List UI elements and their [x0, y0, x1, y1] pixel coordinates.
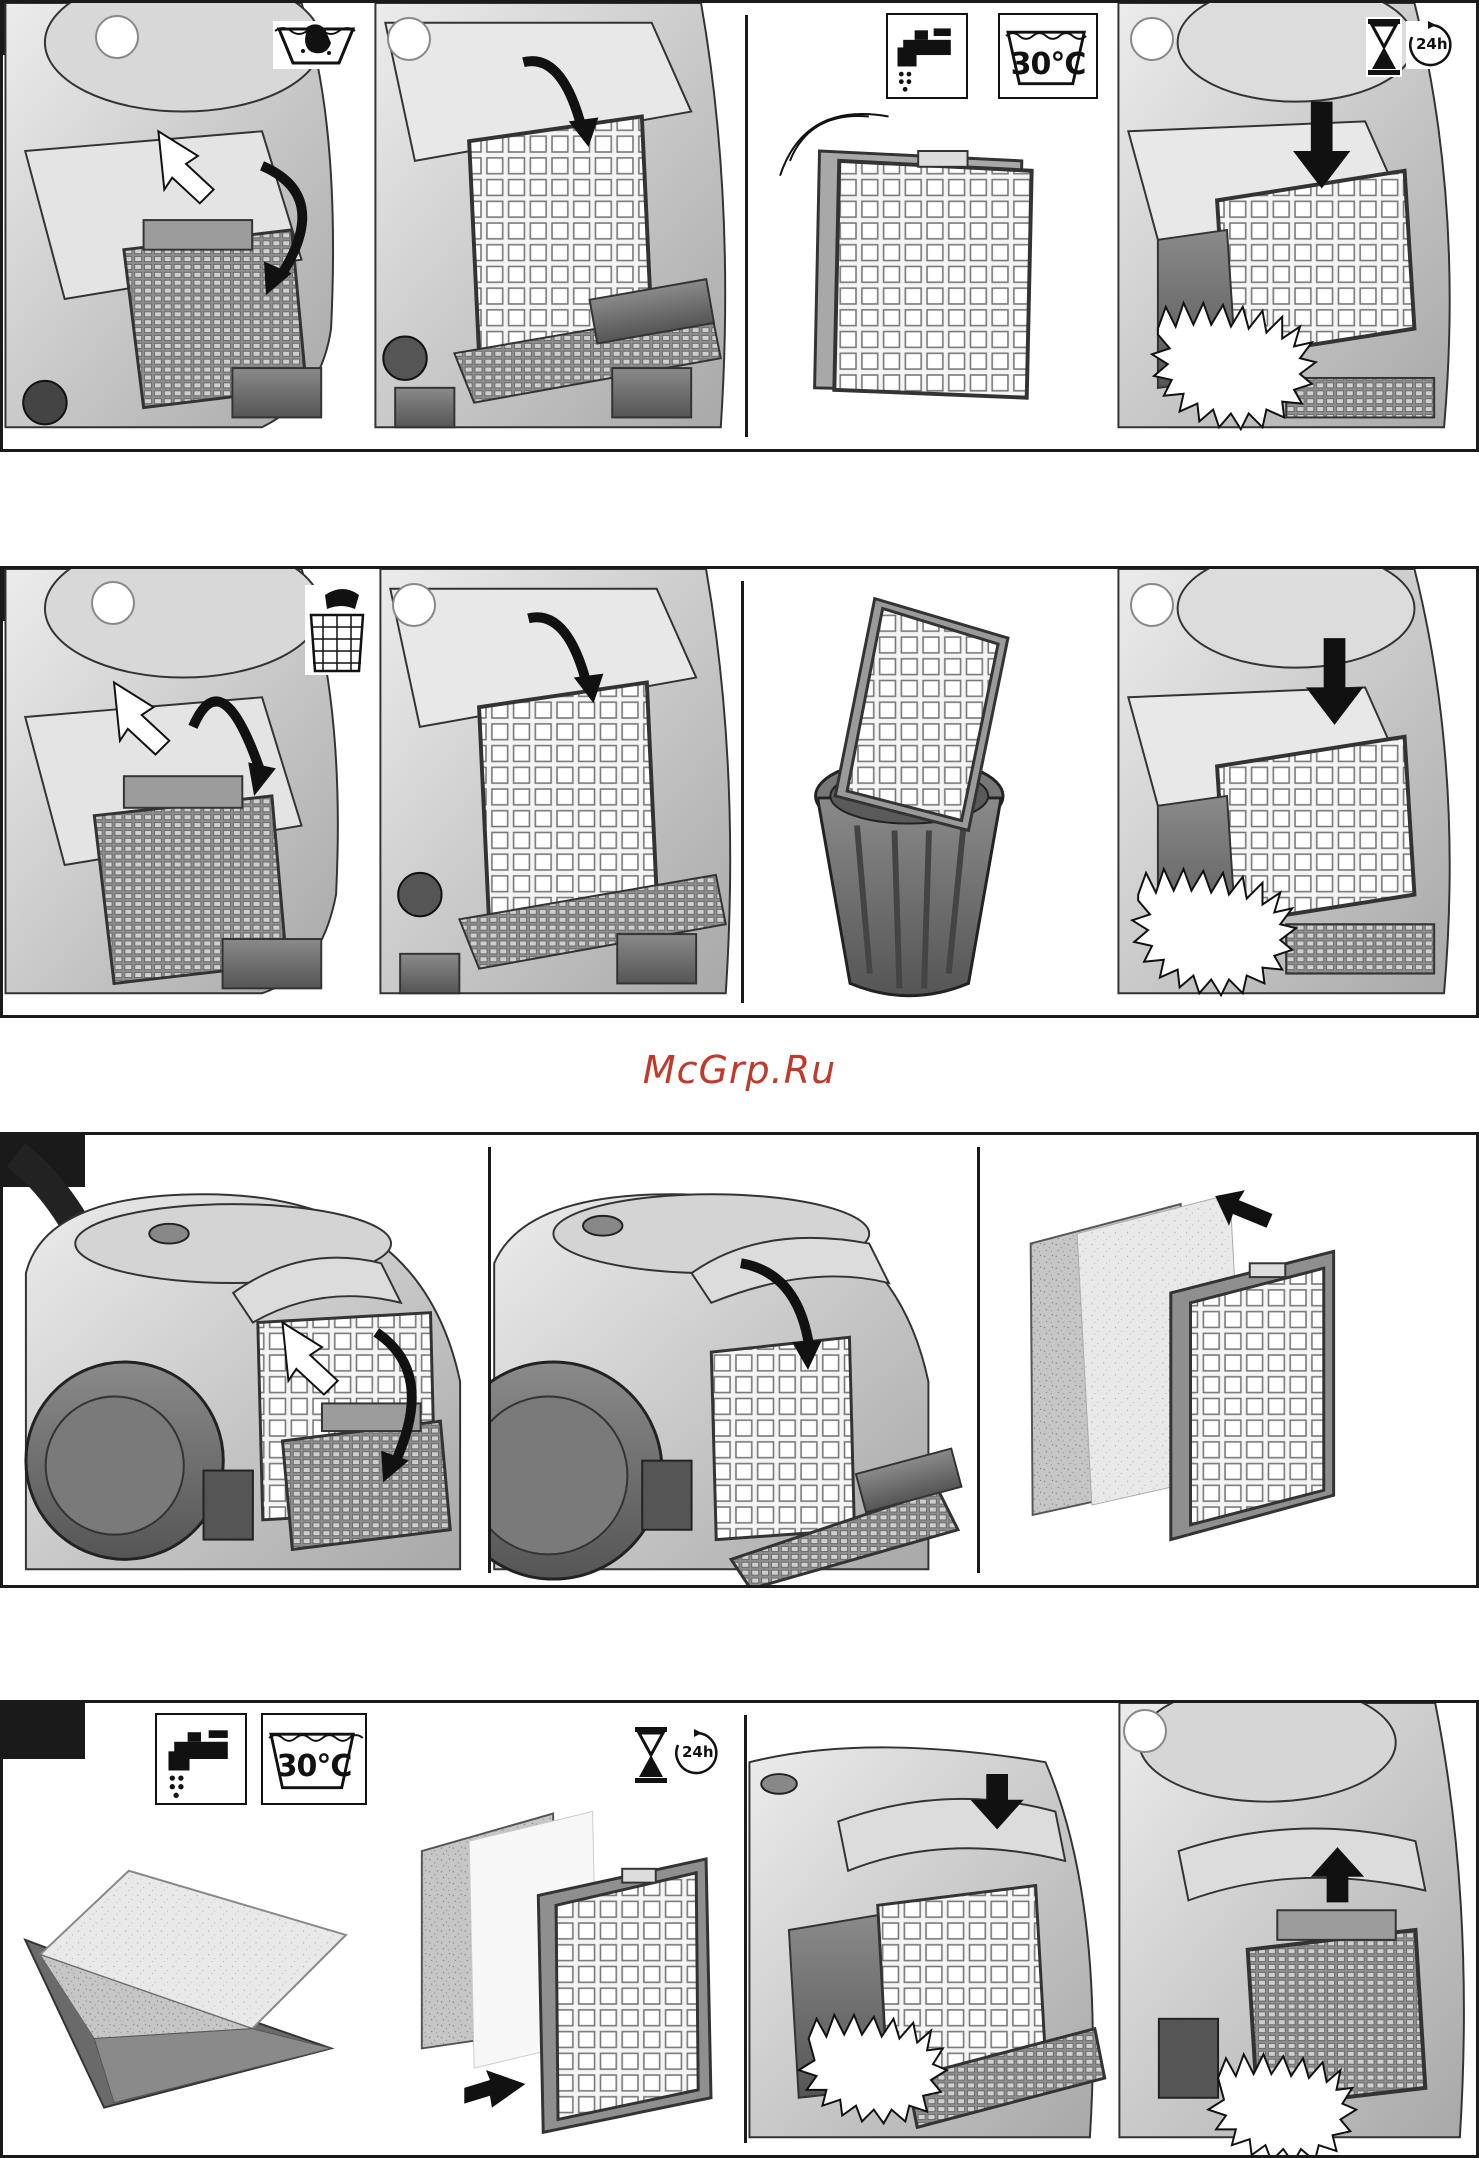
step-row-4: 30°C 24h — [0, 1700, 1479, 2158]
hourglass-icon — [633, 1725, 669, 1785]
panel-wash-filter: 30°C — [748, 3, 1116, 449]
dry-time-label: 24h — [1416, 35, 1448, 53]
step-row-3 — [0, 1132, 1479, 1588]
vacuum-insert-new-filter-illustration — [1116, 569, 1479, 1015]
panel-reinsert-filter: 24h — [1116, 3, 1479, 449]
vacuum-reinsert-rear-filter-illustration — [747, 1703, 1117, 2155]
filter-layers-exploded-illustration — [980, 1135, 1479, 1585]
vacuum-close-rear-cover-illustration — [1117, 1703, 1479, 2155]
trash-bin-icon — [305, 585, 369, 675]
panel-discard-filter — [744, 569, 1116, 1015]
wash-30c-icon: 30°C — [998, 13, 1098, 99]
vacuum-open-cover-illustration — [3, 3, 373, 449]
tap-water-icon — [155, 1713, 247, 1805]
vacuum-rear-filter-out-illustration — [491, 1135, 977, 1585]
panel-open-rear-cover — [3, 1135, 485, 1585]
panel-open-cover — [3, 569, 378, 1015]
panel-remove-filter — [378, 569, 741, 1015]
vacuum-remove-filter-illustration — [373, 3, 738, 449]
panel-remove-rear-filter — [491, 1135, 977, 1585]
hourglass-icon — [1366, 17, 1402, 77]
filter-into-bin-illustration — [744, 569, 1116, 1015]
wash-30c-icon: 30°C — [261, 1713, 367, 1805]
wash-temperature-label: 30°C — [263, 1749, 365, 1784]
panel-insert-new-filter — [1116, 569, 1479, 1015]
panel-open-cover — [3, 3, 373, 449]
timer-24h-icon: 24h — [672, 1729, 720, 1777]
step-badge — [387, 17, 431, 61]
watermark-text: McGrp.Ru — [0, 1048, 1479, 1092]
timer-24h-icon: 24h — [1406, 21, 1454, 69]
vacuum-remove-filter-illustration — [378, 569, 741, 1015]
panel-filter-layers — [980, 1135, 1479, 1585]
step-badge — [1123, 1709, 1167, 1753]
step-row-1: 30°C 24h — [0, 0, 1479, 452]
vacuum-rear-open-illustration — [3, 1135, 485, 1585]
wash-temperature-label: 30°C — [1000, 47, 1096, 82]
hand-wash-icon — [273, 21, 359, 69]
step-badge — [91, 581, 135, 625]
step-badge — [392, 583, 436, 627]
panel-dry-and-assemble: 24h — [378, 1703, 744, 2155]
panel-remove-filter — [373, 3, 738, 449]
dry-time-label: 24h — [682, 1743, 714, 1761]
step-badge — [95, 15, 139, 59]
panel-reinsert-rear-filter — [747, 1703, 1117, 2155]
step-badge — [1130, 583, 1174, 627]
tap-water-icon — [886, 13, 968, 99]
step-row-2 — [0, 566, 1479, 1018]
panel-close-rear-cover — [1117, 1703, 1479, 2155]
step-badge — [1130, 17, 1174, 61]
vacuum-reinsert-filter-illustration — [1116, 3, 1479, 449]
panel-wash-sponge: 30°C — [3, 1703, 375, 2155]
